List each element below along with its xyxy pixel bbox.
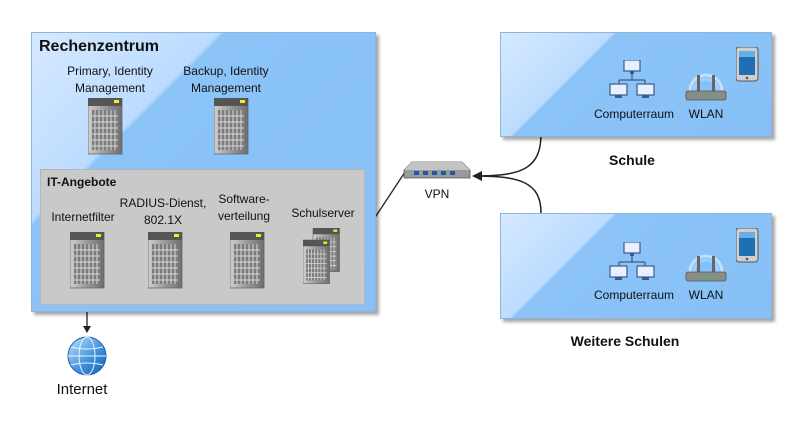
primary-server-icon xyxy=(88,98,123,155)
rechenzentrum-title: Rechenzentrum xyxy=(39,38,160,55)
globe-icon xyxy=(67,336,107,376)
tablet-icon xyxy=(736,228,759,263)
softwareverteilung-label: Software- verteilung xyxy=(217,192,271,223)
computerraum-network-icon xyxy=(609,60,655,99)
softwareverteilung-server-icon xyxy=(230,232,265,289)
backup-server-label: Backup, Identity Management xyxy=(183,64,269,95)
schule-panel: Computerraum WLAN xyxy=(500,32,772,137)
rz-to-vpn-line xyxy=(373,171,406,220)
internetfilter-label: Internetfilter xyxy=(51,210,115,224)
weitere-schulen-title: Weitere Schulen xyxy=(570,333,680,349)
weitere-to-vpn-line xyxy=(473,175,542,214)
internet-arrowhead xyxy=(83,326,91,333)
weitere-schulen-panel: Computerraum WLAN xyxy=(500,213,772,319)
schule-to-vpn-line xyxy=(473,133,542,177)
it-angebote-box: IT-Angebote Internetfilter RADIUS-Dienst… xyxy=(40,169,365,305)
vpn-arrowhead xyxy=(472,171,482,181)
backup-server-icon xyxy=(214,98,249,155)
computerraum-label: Computerraum xyxy=(593,107,675,121)
primary-server-label: Primary, Identity Management xyxy=(67,64,153,95)
wlan-label: WLAN xyxy=(688,107,724,121)
computerraum-network-icon xyxy=(609,242,655,281)
tablet-icon xyxy=(736,47,759,82)
wlan-label: WLAN xyxy=(688,288,724,302)
schule-title: Schule xyxy=(609,152,655,168)
computerraum-label: Computerraum xyxy=(593,288,675,302)
it-angebote-title: IT-Angebote xyxy=(47,175,117,189)
internet-label: Internet xyxy=(56,381,108,398)
wlan-router-icon xyxy=(684,73,728,101)
vpn-label: VPN xyxy=(424,187,450,201)
rechenzentrum-panel: Rechenzentrum Primary, Identity Manageme… xyxy=(31,32,376,312)
wlan-router-icon xyxy=(684,254,728,282)
schulserver-cluster-icon xyxy=(303,228,340,285)
schulserver-label: Schulserver xyxy=(291,206,355,220)
radius-label: RADIUS-Dienst, 802.1X xyxy=(119,196,207,227)
vpn-router-icon xyxy=(403,161,471,179)
internetfilter-server-icon xyxy=(70,232,105,289)
radius-server-icon xyxy=(148,232,183,289)
